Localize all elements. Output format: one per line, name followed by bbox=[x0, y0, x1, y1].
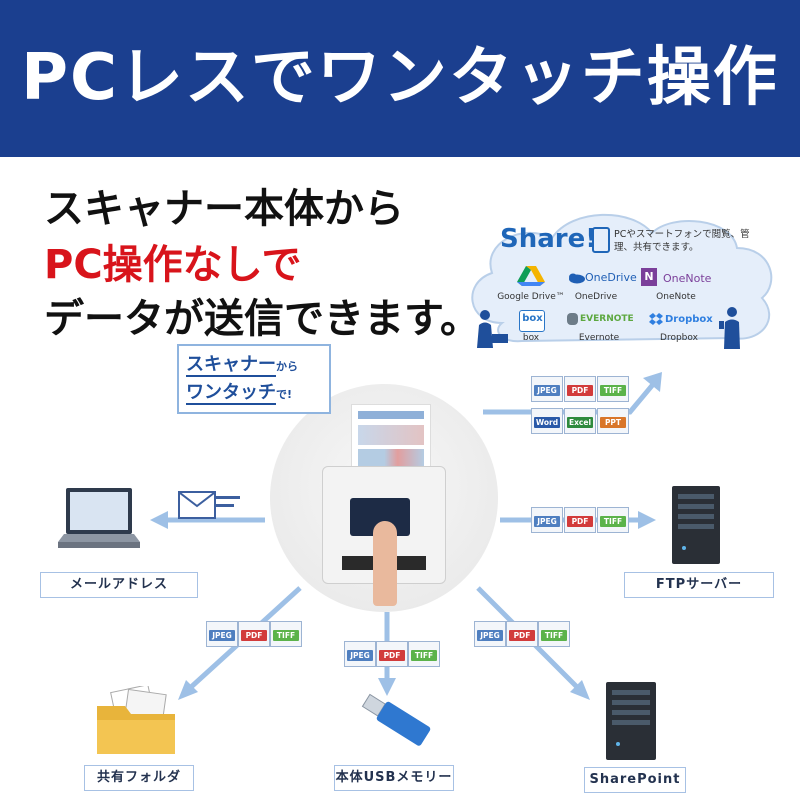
service-onedrive-label: OneDrive bbox=[574, 292, 618, 302]
headline-line-2: PC操作なしで bbox=[44, 242, 302, 288]
headline-line-1: スキャナー本体から bbox=[44, 186, 404, 232]
file-tag-excel: Excel bbox=[564, 408, 596, 434]
google-drive-icon bbox=[517, 266, 545, 286]
onedrive-logo-text: OneDrive bbox=[585, 271, 637, 284]
service-google-drive-label: Google Drive™ bbox=[497, 292, 565, 302]
file-tag-tiff: TIFF bbox=[408, 641, 440, 667]
pointing-finger bbox=[373, 521, 397, 606]
file-tag-tiff: TIFF bbox=[538, 621, 570, 647]
envelope-icon bbox=[178, 491, 216, 519]
folder-icon bbox=[97, 686, 175, 754]
label-sharepoint: SharePoint bbox=[584, 767, 686, 793]
title-banner bbox=[0, 0, 800, 157]
callout-line-1: スキャナーから bbox=[186, 354, 298, 377]
onenote-logo-text: OneNote bbox=[663, 272, 712, 285]
label-email-address: メールアドレス bbox=[40, 572, 198, 598]
file-tag-ppt: PPT bbox=[597, 408, 629, 434]
evernote-icon bbox=[567, 313, 578, 325]
file-tag-tiff: TIFF bbox=[597, 376, 629, 402]
file-tag-jpeg: JPEG bbox=[531, 507, 563, 533]
share-cloud bbox=[471, 213, 773, 343]
file-tag-jpeg: JPEG bbox=[344, 641, 376, 667]
file-tag-pdf: PDF bbox=[238, 621, 270, 647]
one-touch-callout bbox=[177, 344, 331, 414]
arrow-head-cloud bbox=[643, 372, 662, 392]
service-box-label: box bbox=[522, 333, 540, 343]
file-tag-word: Word bbox=[531, 408, 563, 434]
file-tag-tiff: TIFF bbox=[597, 507, 629, 533]
share-title: Share! bbox=[500, 224, 598, 254]
banner-title: PCレスでワンタッチ操作 bbox=[21, 41, 779, 115]
smartphone-icon bbox=[592, 227, 610, 253]
sharepoint-server-icon bbox=[606, 682, 656, 760]
box-icon bbox=[519, 310, 545, 332]
person-with-phone-icon bbox=[719, 307, 740, 349]
service-evernote-label: Evernote bbox=[578, 333, 620, 343]
onenote-icon: N bbox=[641, 268, 657, 286]
file-tag-pdf: PDF bbox=[564, 376, 596, 402]
label-shared-folder: 共有フォルダ bbox=[84, 765, 194, 791]
file-tag-pdf: PDF bbox=[376, 641, 408, 667]
file-tag-jpeg: JPEG bbox=[474, 621, 506, 647]
file-tag-pdf: PDF bbox=[506, 621, 538, 647]
label-ftp-server: FTPサーバー bbox=[624, 572, 774, 598]
file-tag-jpeg: JPEG bbox=[531, 376, 563, 402]
label-usb-memory: 本体USBメモリー bbox=[334, 765, 454, 791]
file-tag-jpeg: JPEG bbox=[206, 621, 238, 647]
share-description: PCやスマートフォンで閲覧、管理、共有できます。 bbox=[614, 229, 750, 253]
service-dropbox-label: Dropbox bbox=[660, 333, 698, 343]
onedrive-icon bbox=[569, 273, 585, 284]
box-logo-text: box bbox=[522, 313, 543, 324]
headline-line-3: データが送信できます。 bbox=[44, 296, 480, 342]
evernote-logo-text: EVERNOTE bbox=[580, 314, 634, 324]
person-at-laptop-icon bbox=[477, 310, 508, 348]
usb-memory-icon bbox=[361, 693, 431, 746]
callout-line-2: ワンタッチで! bbox=[186, 382, 293, 405]
dropbox-icon bbox=[649, 313, 663, 325]
laptop-icon bbox=[58, 488, 140, 548]
file-tag-pdf: PDF bbox=[564, 507, 596, 533]
dropbox-logo-text: Dropbox bbox=[665, 314, 713, 325]
ftp-server-icon bbox=[672, 486, 720, 564]
service-onenote-label: OneNote bbox=[656, 292, 696, 302]
file-tag-tiff: TIFF bbox=[270, 621, 302, 647]
